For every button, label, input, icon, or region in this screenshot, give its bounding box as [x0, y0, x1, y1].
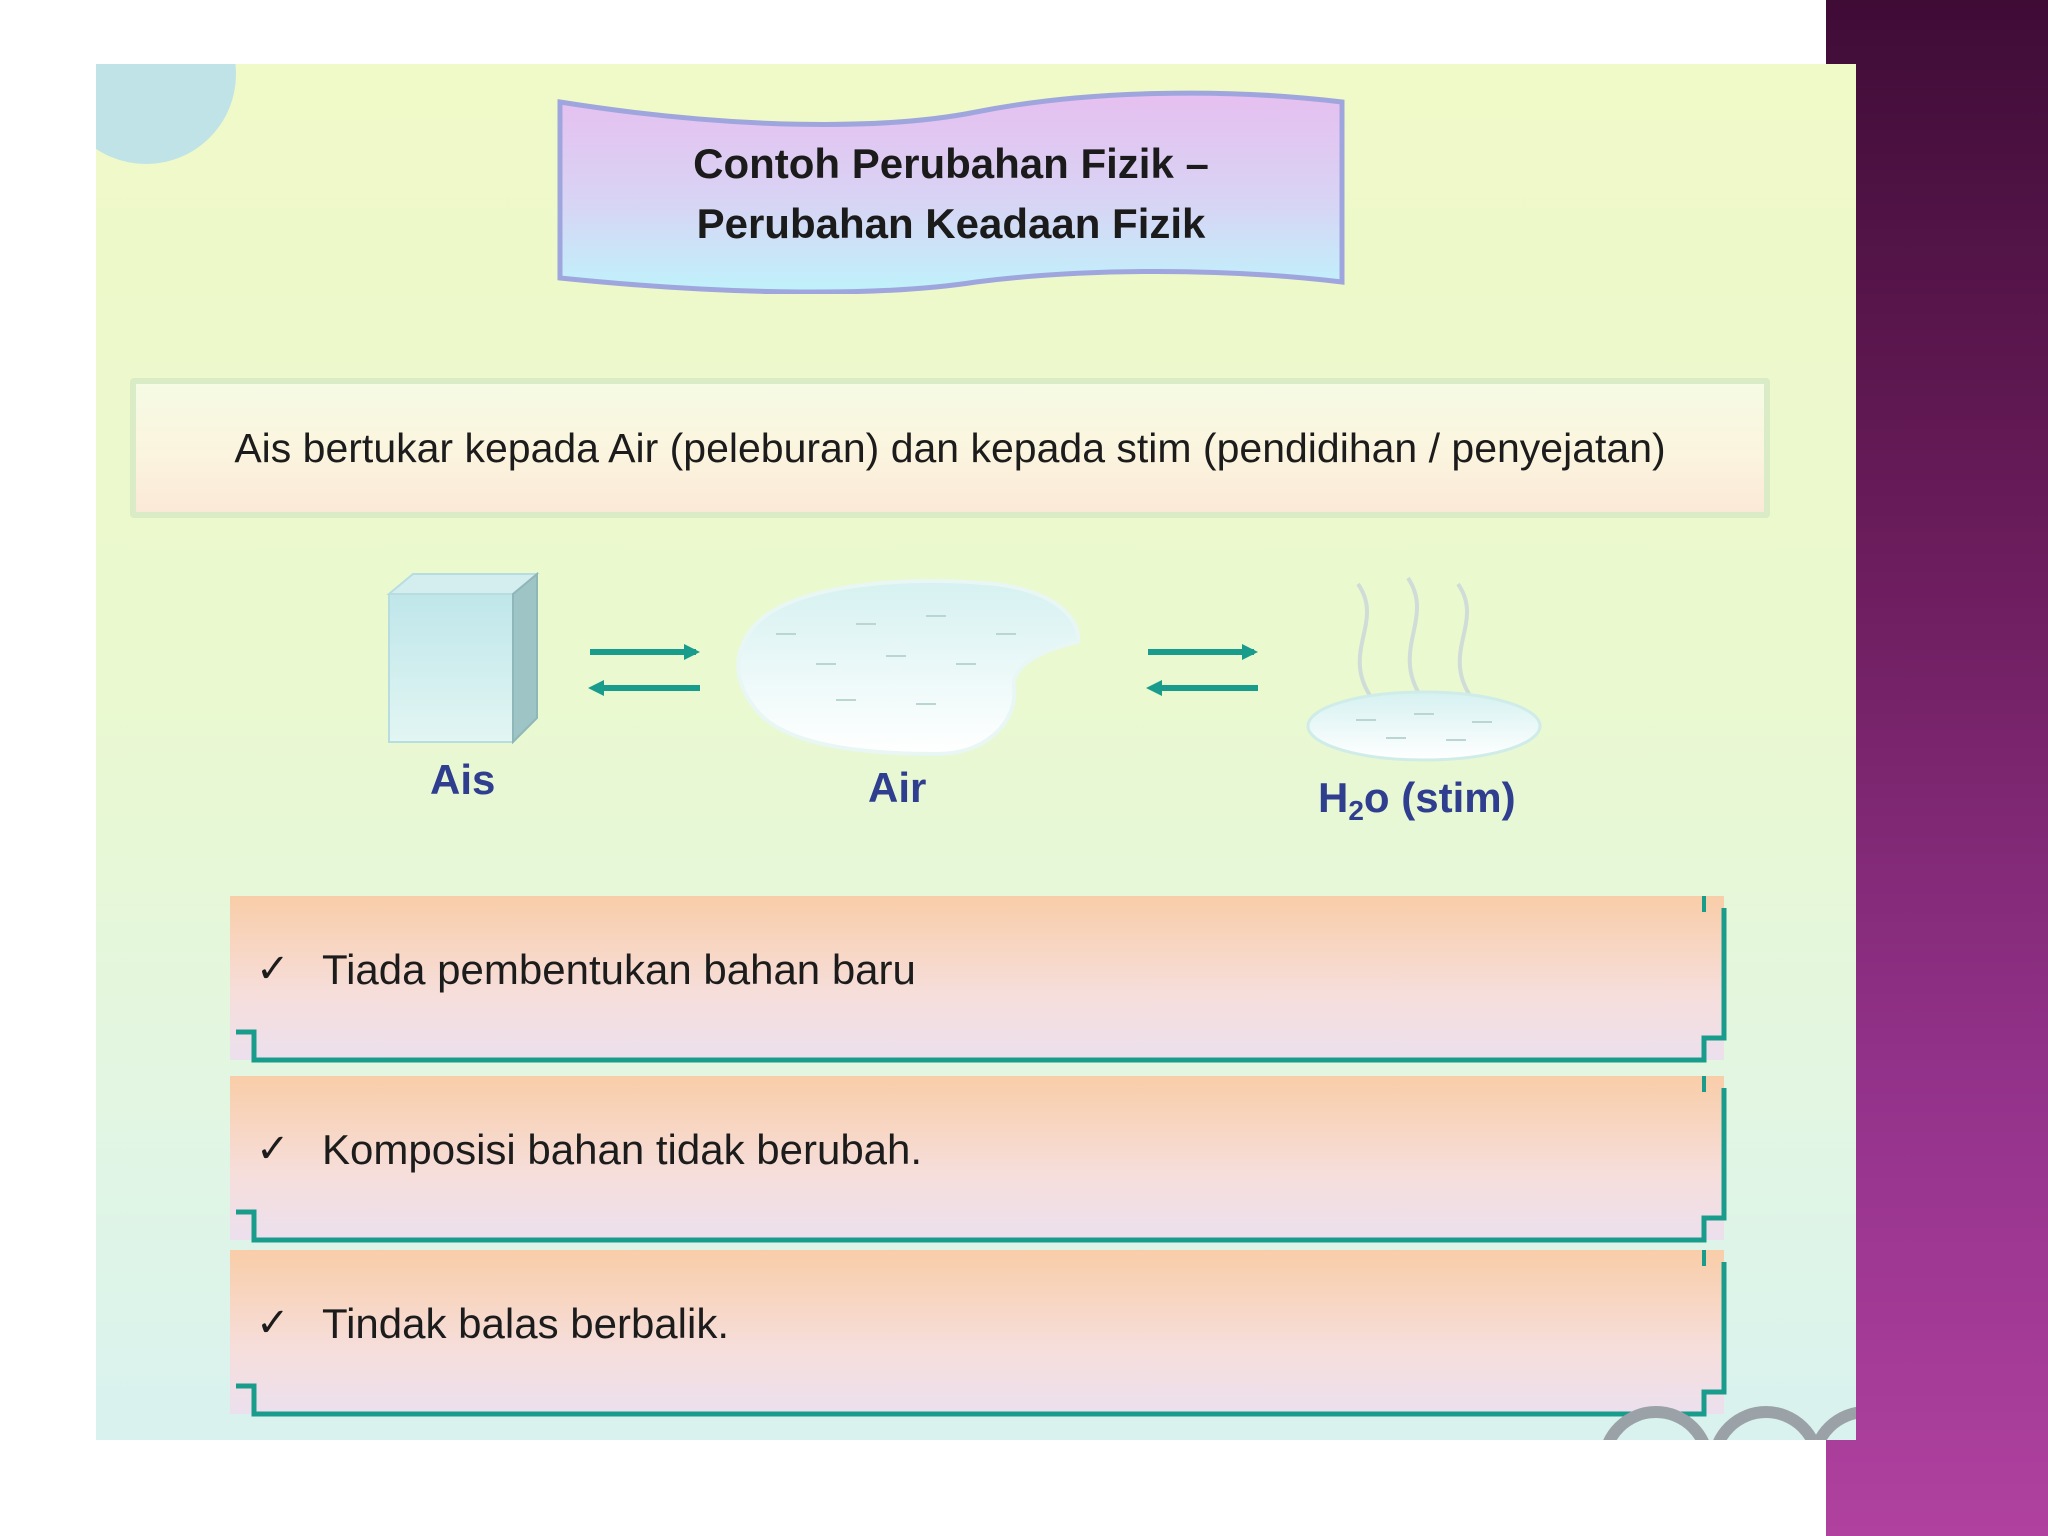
reversible-arrows-icon — [588, 644, 700, 696]
steam-formula-rest: o (stim) — [1363, 774, 1516, 821]
list-item: ✓ Tindak balas berbalik. — [230, 1250, 1730, 1418]
water-puddle-icon — [736, 578, 1081, 757]
checklist-text: Komposisi bahan tidak berubah. — [322, 1126, 923, 1173]
checkmark-icon: ✓ — [256, 1127, 290, 1171]
water-label: Air — [868, 764, 927, 811]
ice-label: Ais — [430, 756, 496, 803]
ice-cube-icon — [386, 571, 540, 745]
slide-canvas: Contoh Perubahan Fizik – Perubahan Keada… — [96, 64, 1856, 1440]
ribbon-box-shape — [230, 1076, 1727, 1243]
checklist-text: Tiada pembentukan bahan baru — [322, 946, 916, 993]
page-title: Contoh Perubahan Fizik – Perubahan Keada… — [556, 134, 1346, 254]
steam-label: H2o (stim) — [1318, 774, 1516, 827]
steam-icon — [1306, 576, 1542, 762]
title-banner: Contoh Perubahan Fizik – Perubahan Keada… — [556, 82, 1346, 294]
banner-shape — [557, 90, 1345, 294]
steam-formula-subscript: 2 — [1348, 795, 1364, 826]
checkmark-icon: ✓ — [256, 947, 290, 991]
ribbon-box-shape — [230, 896, 1727, 1063]
steam-formula-h: H — [1318, 774, 1349, 821]
title-line-2: Perubahan Keadaan Fizik — [696, 200, 1206, 247]
reversible-arrows-icon — [1146, 644, 1258, 696]
checkmark-icon: ✓ — [256, 1301, 290, 1345]
magenta-side-strip — [1826, 0, 2048, 1536]
corner-rings-decoration — [1603, 1406, 1856, 1440]
list-item: ✓ Komposisi bahan tidak berubah. — [230, 1076, 1730, 1244]
checklist-text: Tindak balas berbalik. — [322, 1300, 729, 1347]
statement-text: Ais bertukar kepada Air (peleburan) dan … — [234, 424, 1666, 471]
title-line-1: Contoh Perubahan Fizik – — [693, 140, 1209, 187]
statement-box: Ais bertukar kepada Air (peleburan) dan … — [130, 378, 1770, 518]
states-diagram — [386, 571, 1542, 762]
list-item: ✓ Tiada pembentukan bahan baru — [230, 896, 1730, 1064]
ribbon-box-shape — [230, 1250, 1727, 1417]
